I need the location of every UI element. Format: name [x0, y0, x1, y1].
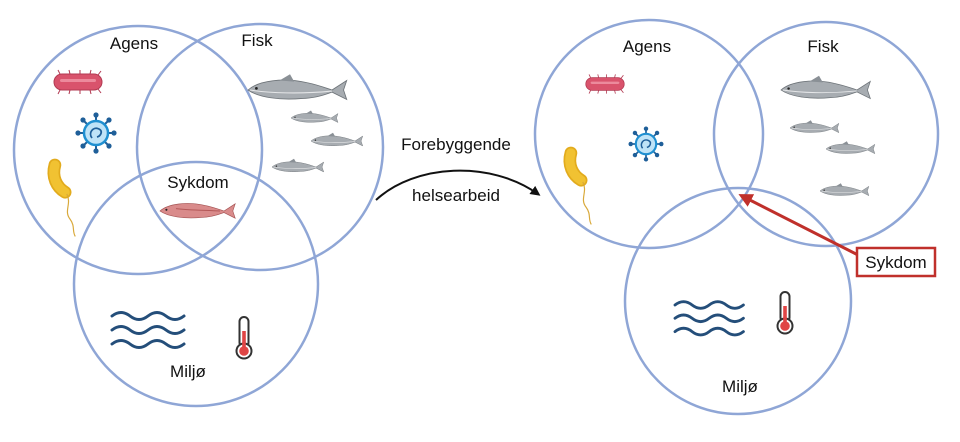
arrow-label-line1: Forebyggende — [401, 135, 511, 154]
sick-salmon-icon — [159, 202, 236, 219]
right-sykdom-label: Sykdom — [865, 253, 926, 272]
right-fisk-label: Fisk — [807, 37, 839, 56]
rod-bacterium-icon — [53, 69, 103, 95]
left-miljo-circle — [72, 160, 320, 408]
right-miljo-circle — [623, 186, 853, 416]
left-miljo-label: Miljø — [170, 362, 206, 381]
waves-icon — [673, 300, 745, 337]
left-venn-diagram: Agens Fisk Sykdom Miljø — [12, 22, 385, 408]
waves-icon — [110, 311, 186, 349]
virus-icon — [74, 111, 118, 155]
right-venn-diagram: Agens Fisk Miljø Sykdom — [533, 18, 940, 416]
prevention-arrow: Forebyggende helsearbeid — [375, 135, 541, 205]
arrow-label-line2: helsearbeid — [412, 186, 500, 205]
right-agens-label: Agens — [623, 37, 671, 56]
salmon-icon — [247, 73, 348, 100]
salmon-icon — [825, 140, 876, 154]
salmon-icon — [290, 110, 339, 123]
thermometer-icon — [776, 291, 794, 335]
salmon-icon — [271, 158, 324, 173]
salmon-icon — [789, 119, 840, 133]
salmon-icon — [780, 75, 871, 100]
salmon-icon — [819, 182, 870, 196]
right-fisk-circle — [712, 20, 940, 248]
salmon-icon — [310, 132, 363, 147]
left-agens-circle — [12, 24, 264, 276]
left-agens-label: Agens — [110, 34, 158, 53]
left-fisk-label: Fisk — [241, 31, 273, 50]
sykdom-callout-box — [855, 246, 937, 278]
vibrio-bacterium-icon — [570, 153, 591, 224]
right-agens-circle — [533, 18, 765, 250]
rod-bacterium-icon — [585, 74, 625, 94]
thermometer-icon — [235, 316, 253, 360]
vibrio-bacterium-icon — [54, 165, 75, 236]
right-miljo-label: Miljø — [722, 377, 758, 396]
left-sykdom-label: Sykdom — [167, 173, 228, 192]
sykdom-pointer-arrow — [738, 194, 859, 257]
curved-arrow — [375, 169, 541, 201]
virus-icon — [627, 125, 665, 163]
left-fisk-circle — [135, 22, 385, 272]
